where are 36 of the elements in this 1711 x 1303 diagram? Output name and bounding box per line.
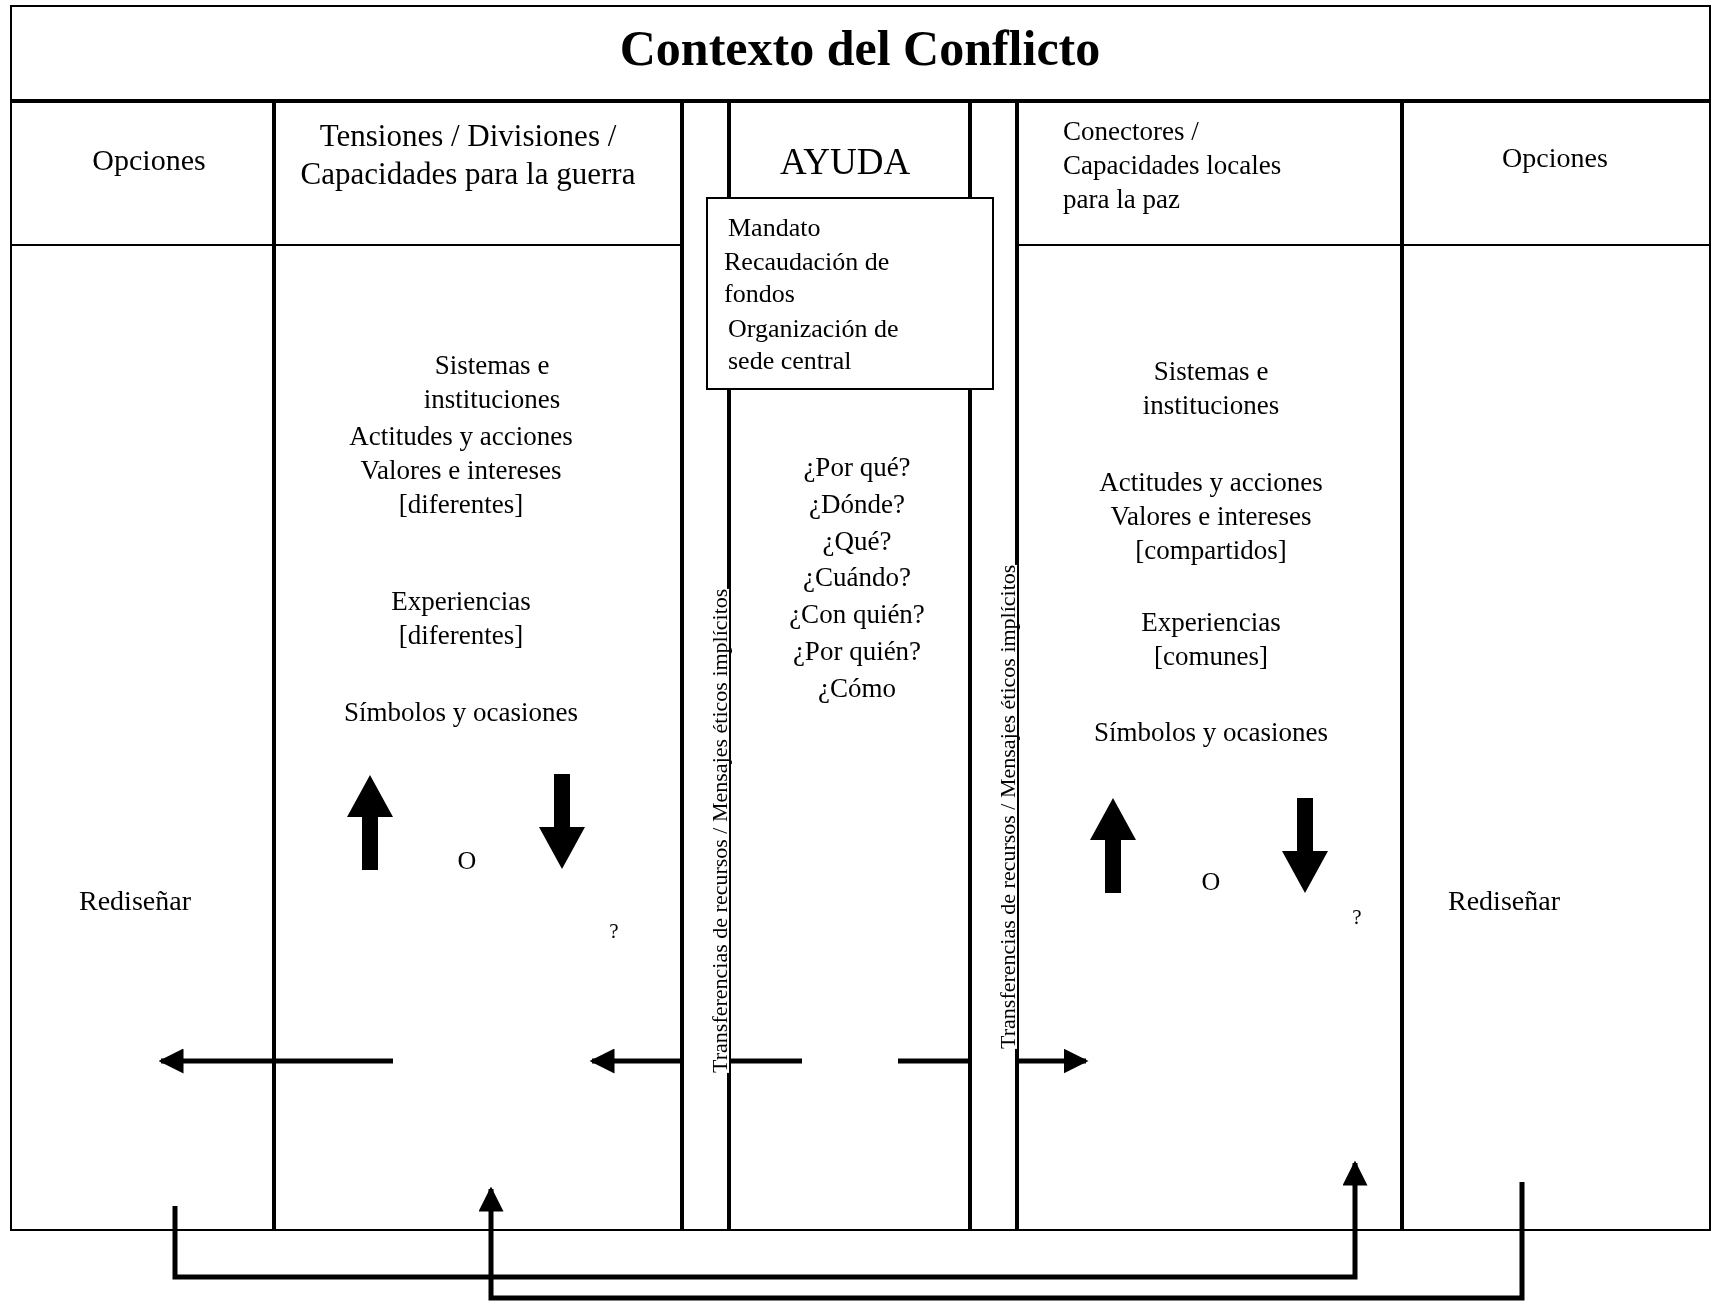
arrow	[172, 1160, 1368, 1280]
category-label: Símbolos y ocasiones	[1093, 716, 1329, 750]
question-label: ¿Por qué?	[802, 451, 912, 485]
question-label: ¿Cuándo?	[802, 561, 912, 595]
question-label: ¿Cómo	[817, 672, 897, 706]
category-label: Sistemas e instituciones	[422, 349, 562, 416]
title: Contexto del Conflicto	[618, 19, 1102, 78]
column-heading: Tensiones / Divisiones / Capacidades para la guerra	[299, 116, 637, 194]
question-label: ¿Dónde?	[808, 488, 906, 522]
question-label: ¿Qué?	[821, 525, 893, 559]
category-label: Sistemas e instituciones	[1141, 355, 1281, 422]
arrow	[478, 1182, 1525, 1301]
column-heading: AYUDA	[778, 139, 912, 184]
category-label: Experiencias [diferentes]	[390, 585, 532, 652]
list-item: Organización de sede central	[728, 312, 900, 378]
category-label: Símbolos y ocasiones	[343, 696, 579, 730]
list-item: Mandato	[728, 211, 822, 244]
arrow	[158, 1048, 393, 1074]
column-heading: Opciones	[91, 142, 207, 179]
question-mark: ?	[1351, 903, 1363, 931]
category-label: Actitudes y acciones Valores e intereses [diferentes]	[348, 420, 574, 521]
question-label: ¿Con quién?	[788, 598, 926, 632]
question-mark: ?	[608, 917, 620, 945]
category-label: Actitudes y acciones Valores e intereses [compartidos]	[1098, 466, 1324, 567]
text-label: O	[456, 844, 478, 877]
option-label: Rediseñar	[79, 883, 192, 918]
arrow	[589, 1048, 682, 1074]
arrow	[1017, 1048, 1089, 1074]
column-heading: Conectores / Capacidades locales para la paz	[1063, 115, 1283, 216]
list-item: Recaudación de fondos	[724, 245, 891, 311]
text-label: O	[1200, 865, 1222, 898]
column-heading: Opciones	[1501, 140, 1609, 175]
option-label: Rediseñar	[1448, 883, 1561, 918]
question-label: ¿Por quién?	[791, 635, 923, 669]
category-label: Experiencias [comunes]	[1140, 606, 1282, 673]
info-box	[706, 197, 994, 390]
